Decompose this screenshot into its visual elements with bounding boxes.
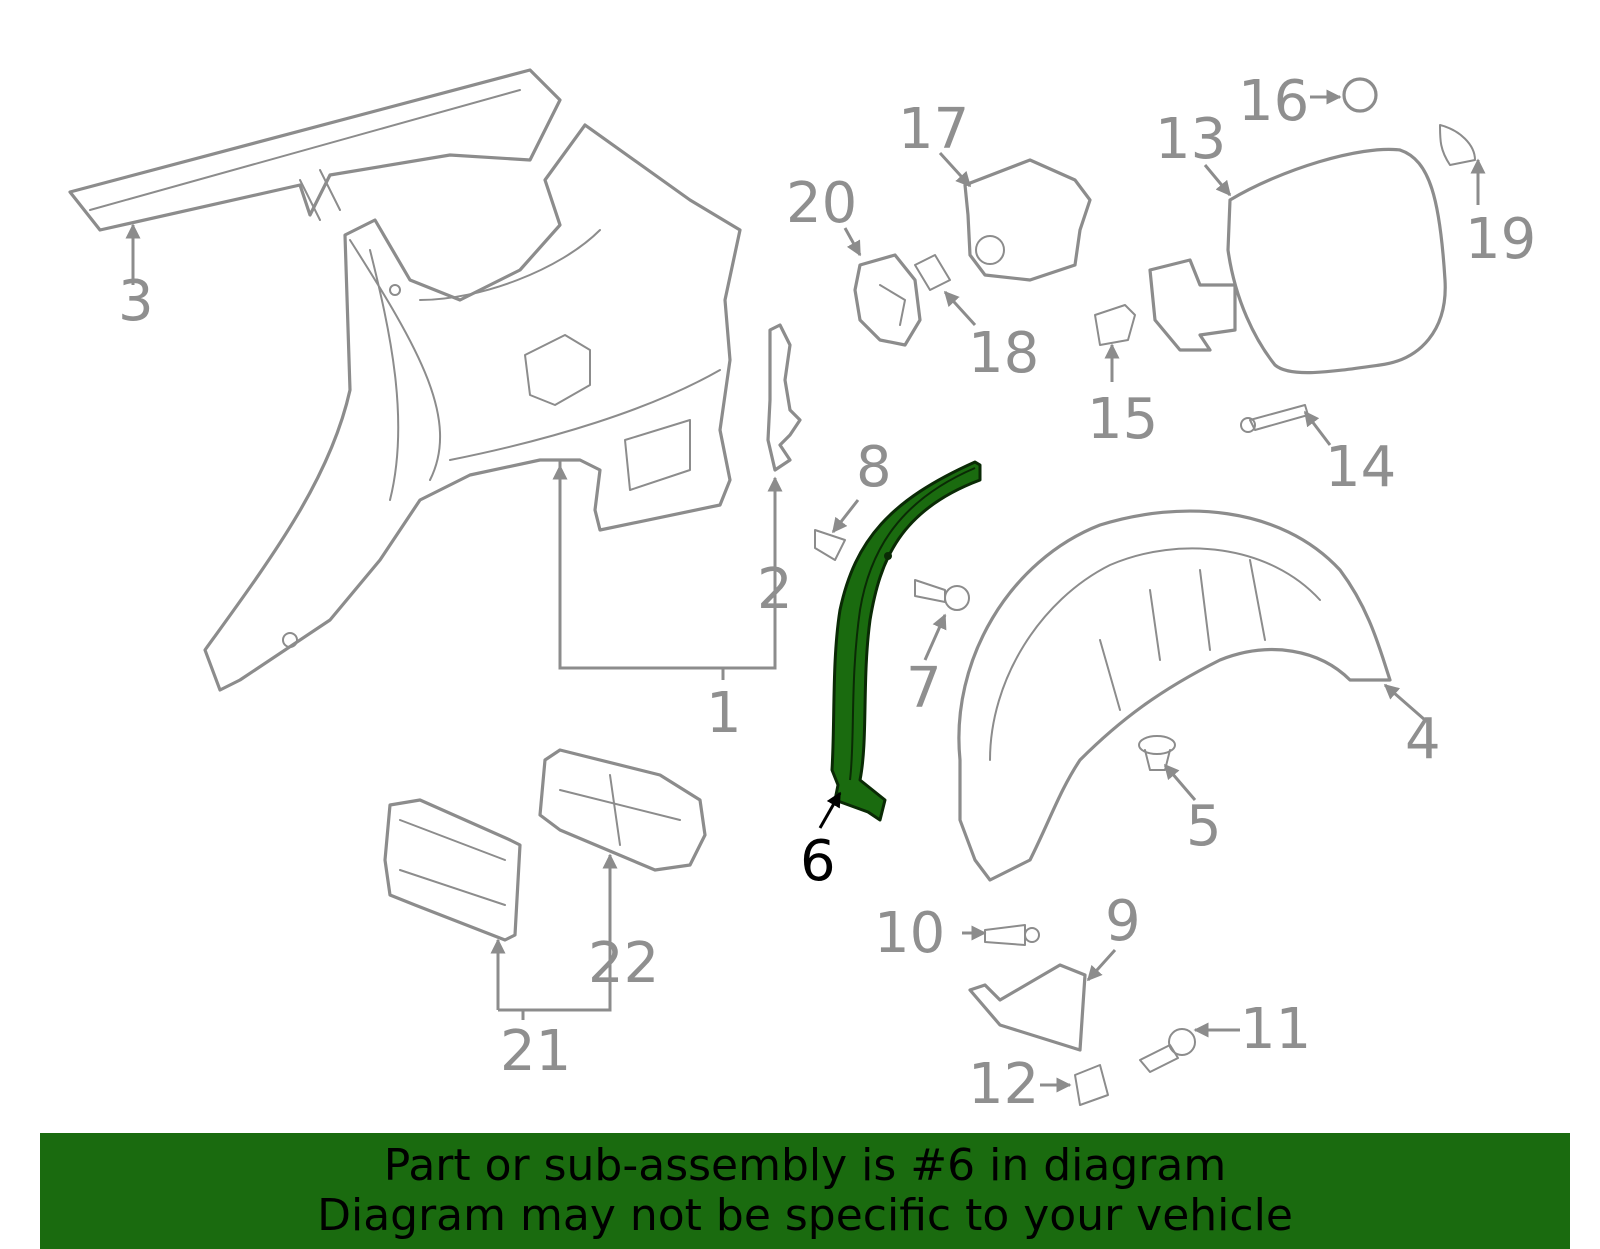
callout-5: 5 (1186, 794, 1222, 859)
banner-line-1: Part or sub-assembly is #6 in diagram (383, 1140, 1227, 1191)
part-11-bolt (1139, 1028, 1196, 1073)
callout-14: 14 (1325, 435, 1396, 500)
part-7-bolt (914, 579, 970, 611)
part-2-bracket (766, 323, 802, 472)
part-13-fuel-lid (1148, 147, 1447, 375)
callout-16: 16 (1238, 69, 1309, 134)
part-16-cap (1342, 77, 1378, 113)
callout-19: 19 (1465, 207, 1536, 272)
info-banner: Part or sub-assembly is #6 in diagram Di… (40, 1133, 1570, 1249)
callout-15: 15 (1087, 387, 1158, 452)
part-17-housing (963, 158, 1092, 282)
callout-10: 10 (874, 901, 945, 966)
part-10-bolt (984, 924, 1040, 946)
part-5-clip (1138, 735, 1176, 771)
callout-8: 8 (856, 435, 892, 500)
part-9-bracket (968, 963, 1087, 1052)
callout-21: 21 (500, 1019, 571, 1084)
callout-7: 7 (906, 656, 942, 721)
callout-17: 17 (898, 97, 969, 162)
callout-20: 20 (786, 171, 857, 236)
part-21-box (383, 798, 522, 942)
part-1-quarter-panel (203, 123, 742, 692)
callout-6: 6 (800, 829, 836, 894)
part-18-gasket (914, 254, 951, 291)
part-12-nut (1074, 1064, 1109, 1106)
banner-line-2: Diagram may not be specific to your vehi… (317, 1190, 1293, 1241)
part-8-clip (814, 529, 846, 561)
callout-9: 9 (1105, 889, 1141, 954)
callout-1: 1 (706, 681, 742, 746)
part-20-ring (853, 253, 922, 347)
part-14-pin (1240, 404, 1309, 433)
callout-18: 18 (968, 321, 1039, 386)
part-19-clip (1439, 124, 1476, 166)
part-3-roof-rail (68, 68, 562, 232)
part-4-wheelhouse-liner (957, 509, 1392, 882)
callout-13: 13 (1155, 107, 1226, 172)
callout-12: 12 (968, 1052, 1039, 1117)
part-6-wheel-arch-reinforcement (830, 460, 982, 822)
part-15-actuator (1094, 304, 1136, 346)
part-22-box (538, 748, 707, 872)
callout-4: 4 (1405, 707, 1441, 772)
callout-11: 11 (1240, 997, 1311, 1062)
callout-3: 3 (118, 269, 154, 334)
callout-22: 22 (588, 931, 659, 996)
callout-2: 2 (757, 557, 793, 622)
